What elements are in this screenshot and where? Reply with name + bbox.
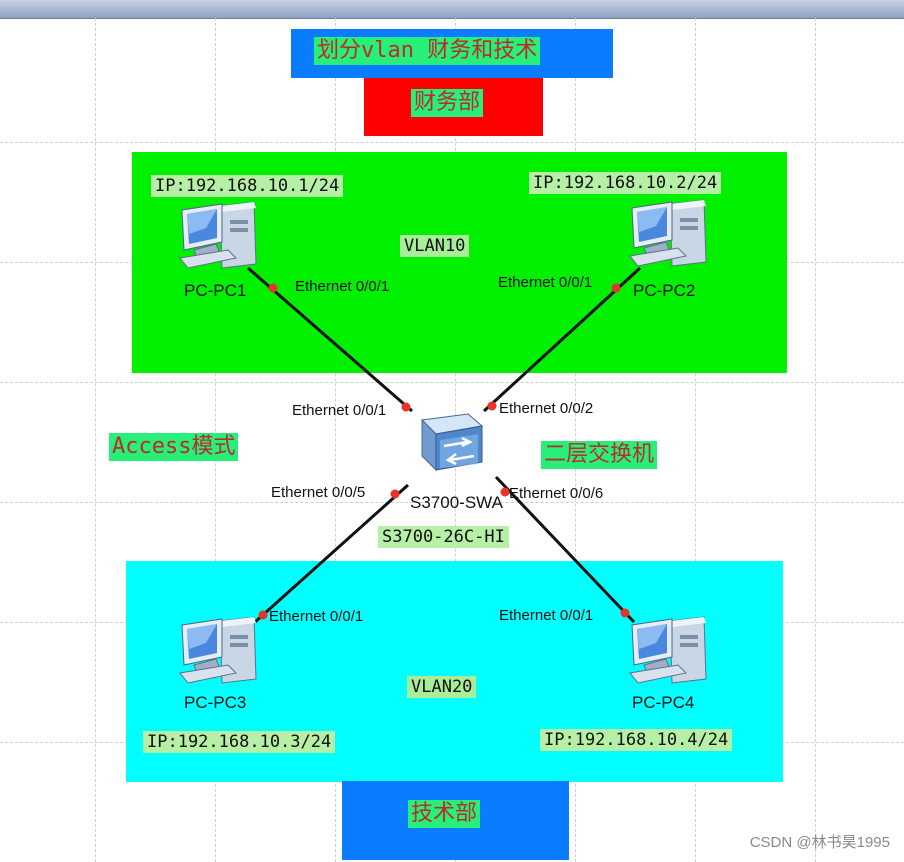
link-pc4-switch[interactable] <box>494 475 636 624</box>
pc-icon[interactable] <box>176 613 260 689</box>
port-dot <box>620 608 630 618</box>
pc4-name: PC-PC4 <box>632 693 695 712</box>
switch-name: S3700-SWA <box>410 493 503 512</box>
window-title-bar <box>0 0 904 19</box>
grid-line <box>335 18 336 862</box>
pc-icon[interactable] <box>626 613 710 689</box>
pc3-name: PC-PC3 <box>184 693 247 712</box>
switch-type-label: 二层交换机 <box>541 441 658 469</box>
grid-line <box>695 18 696 862</box>
port-dot <box>500 487 510 497</box>
grid-line <box>95 18 96 862</box>
pc4-port-label: Ethernet 0/0/1 <box>499 607 594 624</box>
switch-icon[interactable] <box>412 410 488 476</box>
pc2-port-label: Ethernet 0/0/1 <box>498 274 593 291</box>
vlan10-label: VLAN10 <box>400 235 470 257</box>
pc3-ip-label: IP:192.168.10.3/24 <box>143 731 336 753</box>
finance-dept-label: 财务部 <box>411 89 484 117</box>
pc1-name: PC-PC1 <box>184 281 247 300</box>
pc4-ip-label: IP:192.168.10.4/24 <box>540 729 733 751</box>
port-dot <box>487 401 497 411</box>
port-dot <box>390 489 400 499</box>
port-dot <box>258 610 268 620</box>
port-dot <box>268 283 278 293</box>
switch-port-label: Ethernet 0/0/1 <box>292 402 387 419</box>
watermark: CSDN @林书昊1995 <box>749 834 890 851</box>
switch-model-label: S3700-26C-HI <box>378 526 509 548</box>
switch-port-label: Ethernet 0/0/5 <box>271 484 366 501</box>
tech-dept-label: 技术部 <box>408 800 481 828</box>
pc1-port-label: Ethernet 0/0/1 <box>295 278 390 295</box>
link-pc3-switch[interactable] <box>253 483 410 624</box>
pc3-port-label: Ethernet 0/0/1 <box>269 608 364 625</box>
pc1-ip-label: IP:192.168.10.1/24 <box>151 175 344 197</box>
grid-line <box>0 142 904 143</box>
grid-line <box>575 18 576 862</box>
switch-port-label: Ethernet 0/0/2 <box>499 400 594 417</box>
grid-line <box>0 502 904 503</box>
port-dot <box>401 402 411 412</box>
pc2-ip-label: IP:192.168.10.2/24 <box>529 172 722 194</box>
access-mode-label: Access模式 <box>109 433 239 461</box>
pc-icon[interactable] <box>176 198 260 274</box>
switch-port-label: Ethernet 0/0/6 <box>509 485 604 502</box>
port-dot <box>611 283 621 293</box>
grid-line <box>0 382 904 383</box>
grid-line <box>815 18 816 862</box>
diagram-title: 划分vlan 财务和技术 <box>314 37 541 65</box>
vlan20-label: VLAN20 <box>407 676 477 698</box>
pc2-name: PC-PC2 <box>633 281 696 300</box>
pc-icon[interactable] <box>626 196 710 272</box>
